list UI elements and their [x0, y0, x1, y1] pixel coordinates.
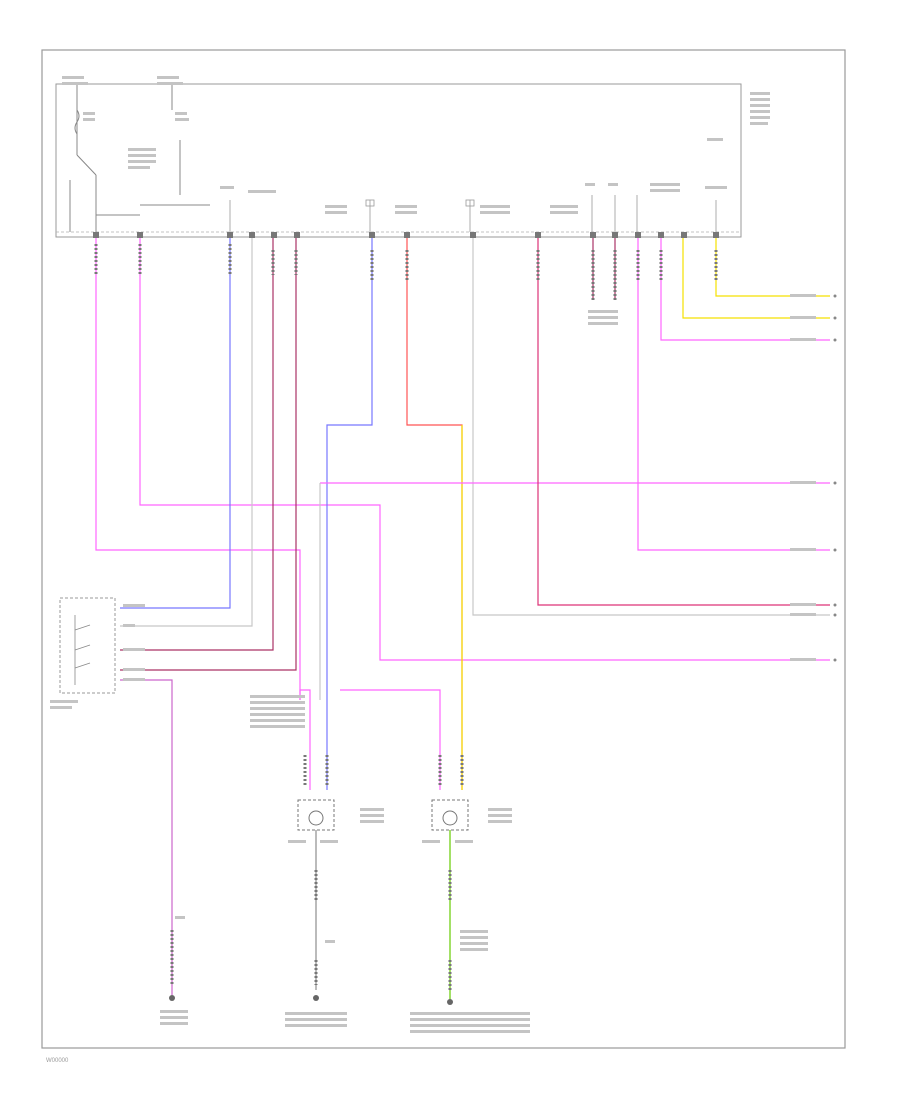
- diagram-frame: [41, 49, 846, 1049]
- wire-grey-2: [472, 238, 830, 616]
- wire-pink-ground: [120, 679, 173, 995]
- wire-yellow-3: [715, 238, 830, 297]
- control-module-box: [55, 83, 742, 238]
- wire-grey-1: [120, 238, 253, 627]
- right-front-lamp: [431, 799, 469, 831]
- wire-pink-4: [637, 238, 830, 551]
- wire-pink-1: [95, 238, 301, 700]
- left-front-lamp: [297, 799, 335, 990]
- indistinct-labels: [50, 76, 816, 1033]
- wire-darkpink-1: [120, 238, 274, 651]
- wire-darkpink-3: [537, 238, 830, 606]
- headlamp-switch: [59, 597, 116, 694]
- fuse-symbol: [69, 84, 210, 232]
- wire-pink-5: [660, 238, 830, 341]
- wire-darkpink-2: [120, 238, 297, 671]
- wire-pink-2: [139, 238, 830, 661]
- wire-blue-2: [326, 238, 373, 790]
- wire-yellow-2: [682, 238, 830, 319]
- wire-red-1: [406, 238, 463, 790]
- module-connector-pins: [93, 232, 719, 238]
- right-edge-connectors: [833, 294, 837, 662]
- wire-blue-1: [120, 238, 231, 609]
- footer-code: W00000: [46, 1058, 69, 1064]
